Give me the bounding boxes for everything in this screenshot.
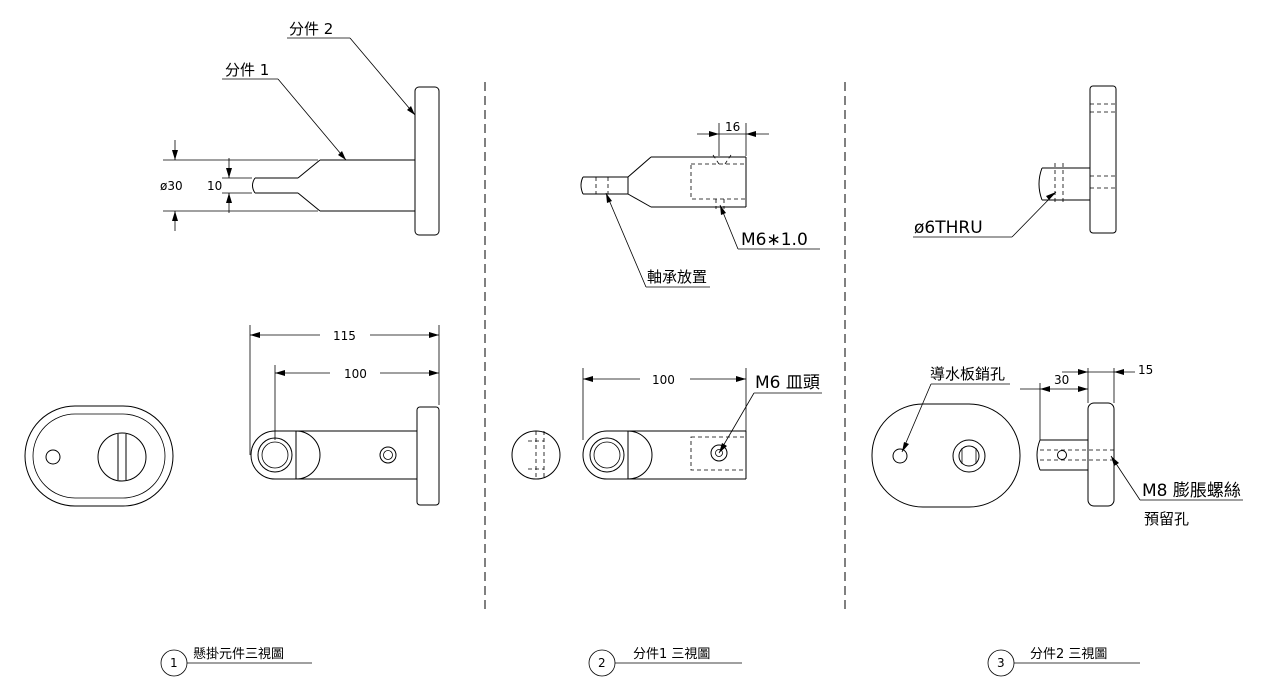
view2-dimension-16 bbox=[697, 123, 769, 156]
leader-part2-text: 分件 2 bbox=[289, 20, 333, 38]
view2-side-elevation bbox=[580, 154, 747, 209]
view3-dimension-15 bbox=[1062, 368, 1135, 403]
view2-end-view bbox=[511, 430, 561, 480]
view2-dim-100-text: 100 bbox=[652, 373, 675, 387]
thru-label: ø6THRU bbox=[914, 218, 983, 238]
leader-screw bbox=[718, 392, 822, 454]
leader-part1-text: 分件 1 bbox=[225, 61, 269, 79]
anchor-label: M8 膨脹螺絲 bbox=[1142, 481, 1241, 501]
leader-pin-hole bbox=[901, 383, 1010, 453]
leader-anchor bbox=[1110, 455, 1243, 501]
dim-115-text: 115 bbox=[333, 329, 356, 343]
dim-30-text: 30 bbox=[1054, 373, 1069, 387]
view1-dimension-dia30 bbox=[163, 140, 318, 231]
screw-label: M6 皿頭 bbox=[755, 373, 820, 393]
dim-15-text: 15 bbox=[1138, 363, 1153, 377]
dim-16-text: 16 bbox=[725, 120, 740, 134]
title2-text: 分件1 三視圖 bbox=[633, 647, 710, 662]
pin-hole-label: 導水板銷孔 bbox=[930, 365, 1005, 383]
thread-label: M6∗1.0 bbox=[741, 230, 808, 250]
view3-end-view bbox=[871, 403, 1021, 508]
reserve-label: 預留孔 bbox=[1144, 510, 1189, 528]
view3-side-elevation bbox=[1038, 85, 1117, 234]
view2-dimension-100 bbox=[582, 368, 747, 440]
leader-part2 bbox=[287, 37, 416, 116]
view1-end-view bbox=[24, 405, 174, 507]
dim-10-text: 10 bbox=[207, 179, 222, 193]
view1-side-elevation bbox=[252, 86, 440, 236]
view1-plan-view bbox=[250, 406, 440, 506]
title1-number: 1 bbox=[170, 656, 178, 670]
leader-thru bbox=[913, 191, 1057, 238]
dim-dia30-text: ø30 bbox=[160, 179, 183, 193]
view1-dimension-10 bbox=[222, 158, 252, 213]
view1-dimension-100 bbox=[274, 365, 439, 440]
title3-text: 分件2 三視圖 bbox=[1030, 647, 1107, 662]
leader-thread bbox=[719, 204, 820, 250]
bearing-label: 軸承放置 bbox=[647, 268, 707, 286]
title3-number: 3 bbox=[997, 656, 1005, 670]
view3-plan-view bbox=[1036, 402, 1115, 507]
title1-text: 懸掛元件三視圖 bbox=[193, 647, 284, 662]
leader-part1 bbox=[222, 78, 347, 161]
leader-bearing bbox=[605, 192, 710, 288]
view3-dimension-30 bbox=[1020, 368, 1089, 440]
view2-plan-view bbox=[582, 430, 747, 480]
view1-dimension-115 bbox=[249, 325, 440, 455]
title2-number: 2 bbox=[598, 656, 606, 670]
dim-100-text: 100 bbox=[344, 367, 367, 381]
